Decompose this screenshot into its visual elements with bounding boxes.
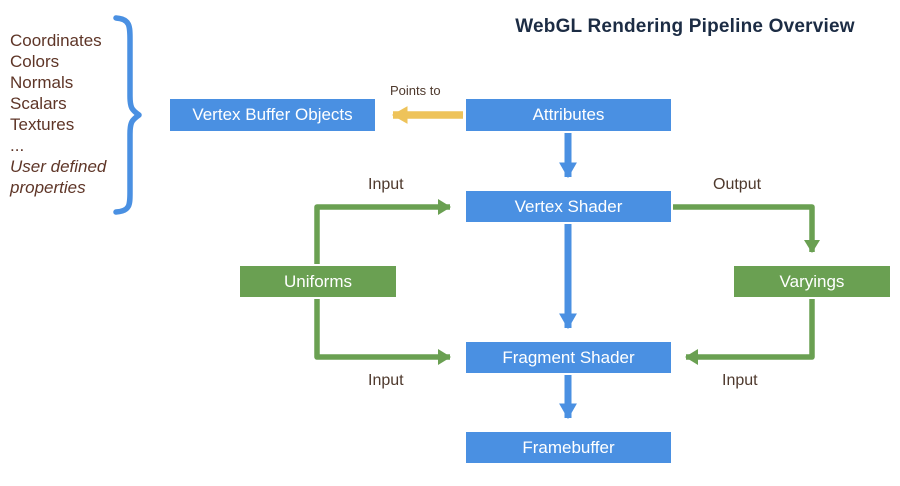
node-label: Uniforms [283,271,352,291]
list-item: Scalars [10,94,67,113]
edge-uniforms-to-fragment-shader [314,299,451,365]
diagram-title: WebGL Rendering Pipeline Overview [515,16,855,37]
node-label: Fragment Shader [502,347,635,367]
node-framebuffer: Framebuffer [466,432,671,463]
node-vertex-shader: Vertex Shader [466,191,671,222]
node-label: Vertex Buffer Objects [192,105,353,124]
edge-label-points-to: Points to [390,83,441,98]
edge-uniforms-to-vertex-shader [314,199,451,264]
node-fragment-shader: Fragment Shader [466,342,671,373]
list-item: ... [10,136,25,155]
node-label: Framebuffer [522,437,615,457]
edge-varyings-to-fragment-shader [685,299,815,365]
edge-label-input-bottom-right: Input [722,372,758,389]
list-item: Colors [10,52,60,71]
node-vertex-buffer-objects: Vertex Buffer Objects [170,99,375,131]
node-label: Varyings [779,271,845,291]
list-item: Coordinates [10,31,102,50]
node-label: Attributes [532,105,605,124]
list-item: properties [10,178,86,197]
list-brace [113,15,142,215]
node-label: Vertex Shader [514,196,623,216]
node-attributes: Attributes [466,99,671,131]
vertex-data-list: Coordinates Colors Normals Scalars Textu… [10,30,106,198]
list-item: Textures [10,115,75,134]
list-item: User defined [10,157,107,176]
edge-label-input-bottom-left: Input [368,372,404,389]
edge-label-output: Output [713,176,762,193]
edge-vertex-shader-to-varyings [673,204,820,253]
node-varyings: Varyings [734,266,890,297]
node-uniforms: Uniforms [240,266,396,297]
edge-label-input-top-left: Input [368,176,404,193]
list-item: Normals [10,73,74,92]
